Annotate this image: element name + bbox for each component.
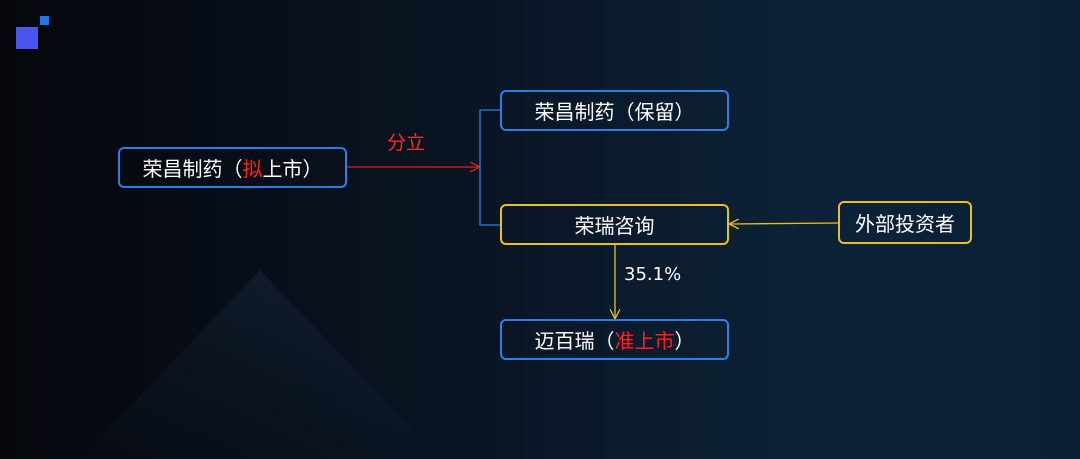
node-subsidiary-pre: 迈百瑞（ — [534, 329, 615, 353]
split-bracket — [479, 109, 500, 226]
node-investors-label: 外部投资者 — [855, 212, 955, 236]
investor-arrow — [730, 223, 839, 224]
node-parent-post: 上市） — [262, 157, 323, 181]
node-parent: 荣昌制药（拟上市） — [118, 147, 347, 188]
node-subsidiary-highlight: 准上市 — [614, 329, 675, 353]
node-consulting-label: 荣瑞咨询 — [574, 214, 655, 238]
node-retained: 荣昌制药（保留） — [500, 90, 729, 131]
node-parent-pre: 荣昌制药（ — [142, 157, 243, 181]
logo-accent-square-icon — [40, 16, 49, 25]
node-subsidiary-post: ） — [674, 329, 695, 353]
node-investors: 外部投资者 — [838, 201, 972, 244]
split-label: 分立 — [387, 132, 426, 154]
node-parent-highlight: 拟 — [242, 157, 263, 181]
node-retained-label: 荣昌制药（保留） — [534, 100, 695, 124]
logo-square-icon — [16, 27, 38, 49]
node-consulting: 荣瑞咨询 — [500, 204, 729, 245]
stake-label: 35.1% — [624, 264, 682, 285]
node-subsidiary: 迈百瑞（准上市） — [500, 319, 729, 360]
